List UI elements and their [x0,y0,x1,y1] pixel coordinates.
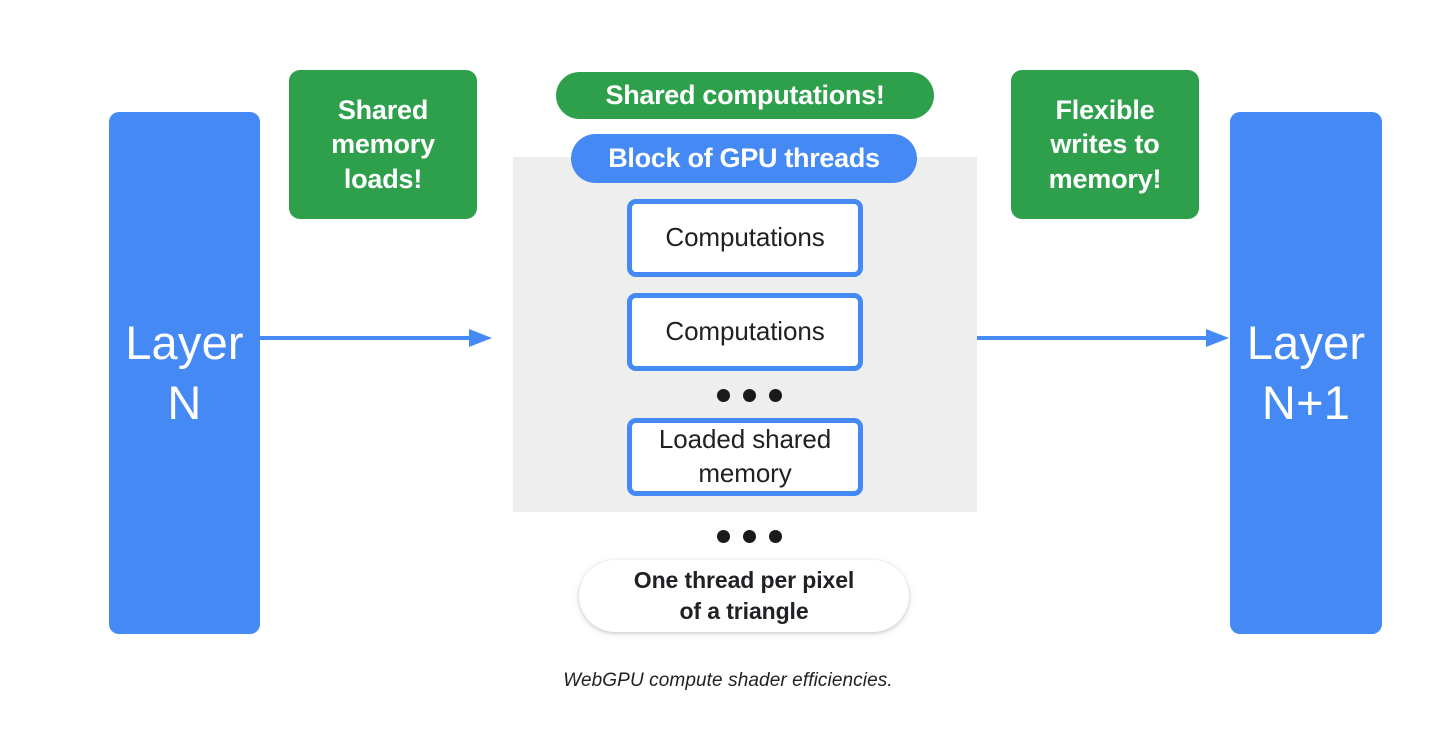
layer-n-block: Layer N [109,112,260,634]
callout-shared-memory-loads-label: Shared memory loads! [331,95,435,194]
callout-shared-memory-loads: Shared memory loads! [289,70,477,219]
pill-one-thread-per-pixel-label: One thread per pixel of a triangle [633,566,855,624]
thread-box: Loaded shared memory [627,418,863,496]
thread-box: Computations [627,199,863,277]
ellipsis-outer-icon [717,530,782,543]
thread-box-label: Computations [665,222,825,253]
arrow-block-to-layer-n-plus-1-icon [977,329,1229,347]
ellipsis-dot-icon [717,530,730,543]
ellipsis-dot-icon [743,530,756,543]
thread-box-label: Loaded shared memory [658,424,832,488]
ellipsis-dot-icon [743,389,756,402]
pill-shared-computations: Shared computations! [556,72,934,119]
figure-caption: WebGPU compute shader efficiencies. [563,670,893,691]
pill-one-thread-per-pixel: One thread per pixel of a triangle [579,560,909,632]
layer-n-plus-1-block: Layer N+1 [1230,112,1382,634]
thread-box: Computations [627,293,863,371]
pill-block-of-gpu-threads-label: Block of GPU threads [608,143,880,173]
callout-flexible-writes: Flexible writes to memory! [1011,70,1199,219]
layer-n-label: Layer N [125,315,244,429]
pill-shared-computations-label: Shared computations! [605,80,885,110]
callout-flexible-writes-label: Flexible writes to memory! [1048,95,1162,194]
ellipsis-dot-icon [769,389,782,402]
layer-n-plus-1-label: Layer N+1 [1246,315,1366,429]
thread-box-label: Computations [665,316,825,347]
ellipsis-dot-icon [717,389,730,402]
ellipsis-inner-icon [717,389,782,402]
arrow-layer-n-to-block-icon [260,329,492,347]
pill-block-of-gpu-threads: Block of GPU threads [571,134,917,183]
ellipsis-dot-icon [769,530,782,543]
